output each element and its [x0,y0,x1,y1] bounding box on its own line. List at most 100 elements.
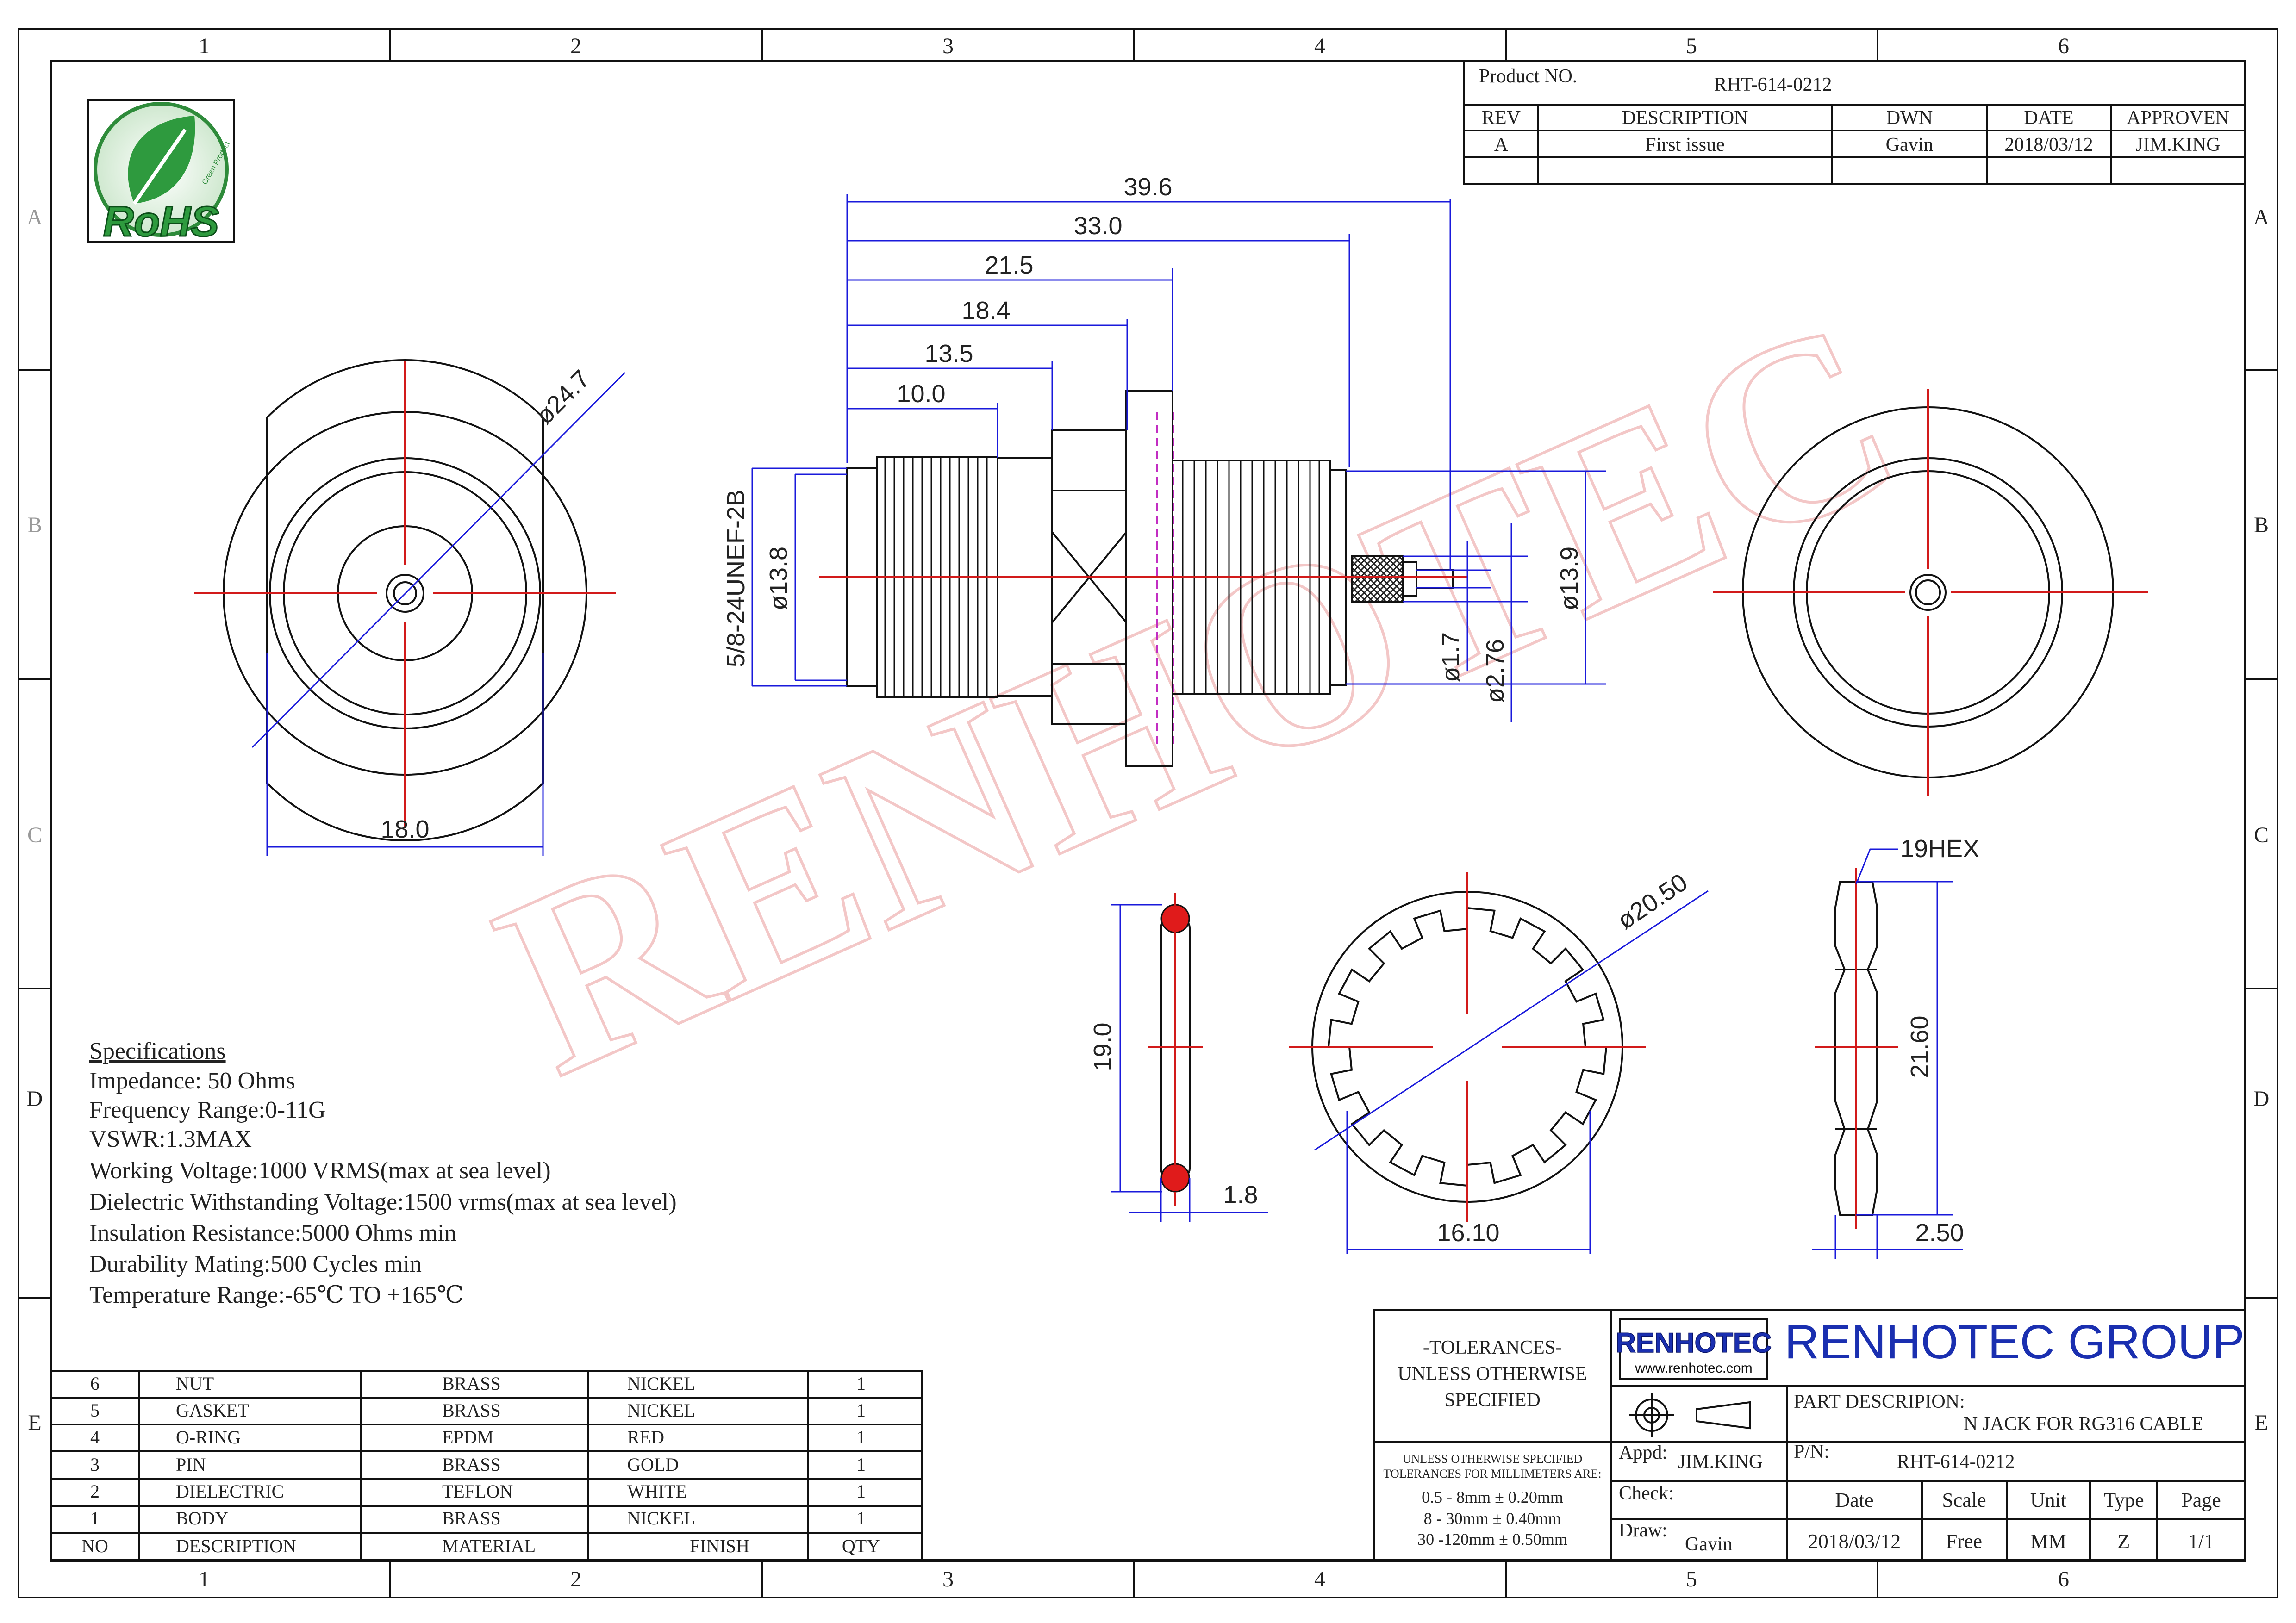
bom-row: 3 PIN BRASS GOLD 1 [90,1454,866,1475]
appd-label: Appd: [1619,1442,1667,1463]
rev-col-header: REV [1482,107,1521,129]
specs-title: Specifications [89,1038,226,1064]
dim-nut-hex: 19HEX [1900,835,1979,863]
bom-row: 4 O-RING EPDM RED 1 [90,1427,866,1448]
svg-text:1: 1 [856,1508,866,1529]
front-view-centerlines [194,361,616,828]
zone-row-left: A [27,205,43,230]
zone-col-top: 4 [1314,34,1325,58]
dim-front-flat: 18.0 [381,815,429,843]
revision-table [1463,60,2246,185]
svg-text:GOLD: GOLD [627,1454,679,1475]
dim-thread-dia: ø13.8 [765,547,792,610]
svg-text:BODY: BODY [176,1508,228,1529]
tolerance-heading: -TOLERANCES- [1423,1337,1562,1358]
specifications: Specifications Impedance: 50 Ohms Freque… [89,1038,677,1308]
spec-line: Frequency Range:0-11G [89,1097,326,1123]
front-view-dims [251,372,626,856]
svg-text:NICKEL: NICKEL [627,1373,695,1394]
check-label: Check: [1619,1483,1674,1504]
svg-text:5: 5 [90,1400,100,1421]
svg-text:1: 1 [90,1508,100,1529]
zone-col-top: 6 [2058,34,2069,58]
svg-text:1: 1 [856,1481,866,1502]
dim-nut-height: 21.60 [1906,1015,1934,1078]
svg-text:GASKET: GASKET [176,1400,249,1421]
dim-pin-outer: ø2.76 [1481,639,1509,703]
info-value: 1/1 [2188,1530,2214,1553]
dim-length-21: 21.5 [985,251,1033,279]
svg-text:QTY: QTY [842,1536,880,1556]
info-value: 2018/03/12 [1808,1530,1901,1553]
svg-text:FINISH: FINISH [690,1536,749,1556]
svg-text:BRASS: BRASS [442,1373,501,1394]
oring-view: 19.0 1.8 [1089,893,1268,1222]
info-header: Page [2181,1489,2221,1511]
bom-row: 5 GASKET BRASS NICKEL 1 [90,1400,866,1421]
dim-gasket-id: 16.10 [1437,1219,1499,1247]
rohs-label: RoHS [103,198,219,245]
zone-row-right: E [2254,1411,2268,1435]
info-header: Type [2103,1489,2144,1511]
zone-col-top: 2 [570,34,581,58]
sheet-frame [18,28,2278,1598]
bom-table [50,1370,923,1561]
dim-body-dia: ø13.9 [1555,547,1583,610]
part-desc: N JACK FOR RG316 CABLE [1964,1413,2203,1435]
title-block-text: RENHOTEC GROUP -TOLERANCES- UNLESS OTHER… [1383,1315,2244,1555]
zone-col-bottom: 5 [1686,1567,1697,1592]
info-header: Unit [2030,1489,2066,1511]
dim-pin-dia: ø1.7 [1437,632,1465,682]
svg-text:TEFLON: TEFLON [442,1481,513,1502]
spec-line: Working Voltage:1000 VRMS(max at sea lev… [89,1157,551,1184]
zone-row-right: A [2253,205,2270,230]
spec-line: VSWR:1.3MAX [89,1126,252,1152]
rev-cell: Gavin [1886,134,1934,155]
svg-text:1: 1 [856,1400,866,1421]
watermark-text: RENHOTEC [462,264,1934,1130]
bom-row: 2 DIELECTRIC TEFLON WHITE 1 [90,1481,866,1502]
zone-row-right: C [2254,823,2269,847]
part-desc-label: PART DESCRIPION: [1794,1391,1965,1412]
svg-text:DESCRIPTION: DESCRIPTION [176,1536,296,1556]
svg-text:6: 6 [90,1373,100,1394]
svg-text:4: 4 [90,1427,100,1448]
product-no-value: RHT-614-0212 [1714,74,1832,95]
svg-text:1: 1 [856,1454,866,1475]
tolerance-heading: SPECIFIED [1444,1390,1541,1411]
zone-col-top: 1 [199,34,210,58]
front-view-dim-text: ø24.7 18.0 [381,365,595,843]
spec-line: Dielectric Withstanding Voltage:1500 vrm… [89,1189,677,1215]
tolerance-line: 0.5 - 8mm ± 0.20mm [1422,1488,1563,1506]
info-header: Scale [1942,1489,1986,1511]
svg-text:RED: RED [627,1427,664,1448]
zone-col-top: 3 [942,34,954,58]
dim-length-18: 18.4 [961,297,1010,324]
zone-col-top: 5 [1686,34,1697,58]
title-block [1373,1309,2246,1561]
bom-header-row: NO DESCRIPTION MATERIAL FINISH QTY [81,1536,880,1556]
info-value: Free [1946,1530,1982,1553]
rev-cell: JIM.KING [2135,134,2220,155]
spec-line: Insulation Resistance:5000 Ohms min [89,1220,456,1246]
dim-oring-width: 1.8 [1223,1181,1258,1209]
zone-col-bottom: 2 [570,1567,581,1592]
svg-text:2: 2 [90,1481,100,1502]
projection-symbol [1629,1393,1751,1437]
svg-text:O-RING: O-RING [176,1427,241,1448]
dim-oring-height: 19.0 [1089,1022,1117,1071]
svg-text:1: 1 [856,1427,866,1448]
svg-text:1: 1 [856,1373,866,1394]
draw-label: Draw: [1619,1520,1667,1541]
rear-view-centerlines [1713,389,2148,796]
svg-text:NICKEL: NICKEL [627,1508,695,1529]
company-name: RENHOTEC GROUP [1784,1315,2245,1369]
info-value: Z [2118,1530,2130,1553]
bom-row: 6 NUT BRASS NICKEL 1 [90,1373,866,1394]
rev-cell: A [1494,134,1509,155]
rev-col-header: DESCRIPTION [1622,107,1748,129]
rev-col-header: APPROVEN [2127,107,2229,129]
dim-length-total: 39.6 [1123,173,1172,201]
zone-col-bottom: 4 [1314,1567,1325,1592]
